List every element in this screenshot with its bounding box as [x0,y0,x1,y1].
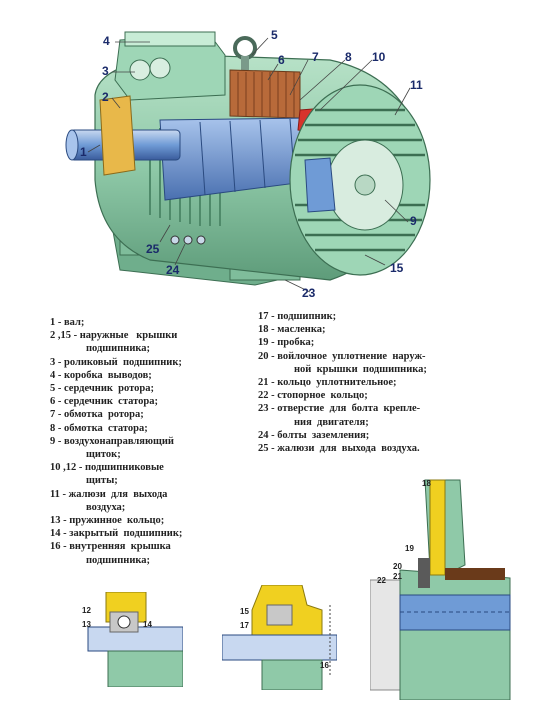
legend-item-continuation: подшипника; [86,554,151,566]
detail-label-22: 22 [377,576,386,585]
legend-item-text: 23 - отверстие для болта крепле- [258,403,421,415]
legend-item: 17 - подшипник; [258,310,508,323]
legend-item-continuation: щиты; [86,475,118,487]
detail-drawing-spring-ring [87,592,183,687]
callout-24: 24 [166,263,180,277]
detail-label-19: 19 [405,544,414,553]
detail-label-17: 17 [240,621,249,630]
callout-11: 11 [410,78,423,92]
legend-item-text: 25 - жалюзи для выхода воздуха. [258,443,420,455]
legend-item-text: 5 - сердечник ротора; [50,383,154,395]
detail-label-18: 18 [422,479,431,488]
legend-item-text: 18 - масленка; [258,324,326,336]
detail-drawing-inner-cover [222,585,337,690]
legend-item: 7 - обмотка ротора; [50,408,250,421]
callout-8: 8 [345,50,352,64]
detail-label-20: 20 [393,562,402,571]
legend-item: 9 - воздухонаправляющий щиток; [50,435,250,461]
detail-label-13: 13 [82,620,91,629]
legend-item-continuation: подшипника; [86,343,151,355]
legend-item-continuation: воздуха; [86,501,126,513]
callout-1: 1 [80,145,87,159]
detail-drawing-oiler [370,479,511,700]
legend-item: 14 - закрытый подшипник; [50,527,250,540]
callout-2: 2 [102,90,109,104]
legend-item-text: 6 - сердечник статора; [50,396,158,408]
cable-gland [129,59,151,81]
detail-label-16: 16 [320,661,329,670]
legend-item-text: 17 - подшипник; [258,311,337,322]
legend-item: 8 - обмотка статора; [50,422,250,435]
detail-label-12: 12 [82,606,91,615]
legend-item: 18 - масленка; [258,323,508,336]
legend-item: 21 - кольцо уплотнительное; [258,376,508,389]
callout-15: 15 [390,261,404,275]
legend-item: 23 - отверстие для болта крепле-ния двиг… [258,402,508,428]
callout-3: 3 [102,64,109,78]
legend-item: 13 - пружинное кольцо; [50,514,250,527]
grounding-bolt [196,235,206,245]
detail-label-21: 21 [393,572,402,581]
legend-item: 4 - коробка выводов; [50,369,250,382]
legend-item-text: 7 - обмотка ротора; [50,409,144,421]
legend-item-text: 1 - вал; [50,317,85,328]
legend-item: 1 - вал; [50,316,250,329]
grounding-bolt [183,235,193,245]
legend-item: 22 - стопорное кольцо; [258,389,508,402]
detail-label-15: 15 [240,607,249,616]
legend-item-text: 11 - жалюзи для выхода [50,488,168,500]
legend-item-text: 14 - закрытый подшипник; [50,528,183,540]
callout-25: 25 [146,242,160,256]
terminal-box-lid [124,31,216,47]
legend-item-text: 19 - пробка; [258,337,315,349]
callout-5: 5 [271,28,278,42]
cable-gland [149,57,171,79]
legend-item-continuation: щиток; [86,449,121,461]
callout-4: 4 [103,34,110,48]
legend-item-text: 22 - стопорное кольцо; [258,390,368,402]
legend-item-text: 16 - внутренняя крышка [50,541,171,553]
legend-item: 19 - пробка; [258,336,508,349]
legend-item-text: 24 - болты заземления; [258,429,370,441]
callout-23: 23 [302,286,316,300]
legend-item-text: 21 - кольцо уплотнительное; [258,377,397,389]
callout-leader-lines [87,37,411,293]
stator-winding-section [229,69,301,119]
grounding-bolt [170,235,180,245]
callout-10: 10 [372,50,386,64]
callout-6: 6 [278,53,285,67]
legend-item-text: 8 - обмотка статора; [50,422,148,434]
motor-cutaway-illustration [65,31,431,293]
winding-lines [237,72,295,118]
legend-item-text: 4 - коробка выводов; [50,369,152,381]
legend-item: 5 - сердечник ротора; [50,382,250,395]
legend-right: 17 - подшипник; 18 - масленка;19 - пробка… [258,310,508,455]
legend-item: 3 - роликовый подшипник; [50,356,250,369]
callout-9: 9 [410,214,417,228]
callout-7: 7 [312,50,319,64]
legend-item-continuation: ния двигателя; [294,416,369,428]
legend-item: 24 - болты заземления; [258,429,508,442]
fan-hub [354,174,376,196]
detail-label-14: 14 [143,620,152,629]
legend-item-text: 20 - войлочное уплотнение наруж- [258,350,426,362]
legend-item-text: 13 - пружинное кольцо; [50,515,165,527]
legend-item-text: 9 - воздухонаправляющий [50,435,174,447]
shaft-end [65,129,79,161]
front-bearing-cover [99,95,136,176]
legend-item-text: 2 ,15 - наружные крышки [50,330,178,342]
legend-item-text: 10 ,12 - подшипниковые [50,462,164,474]
legend-item: 6 - сердечник статора; [50,395,250,408]
legend-item-text: 3 - роликовый подшипник; [50,356,182,368]
lifting-eye-bolt-stem [241,56,249,70]
legend-item-continuation: ной крышки подшипника; [294,363,427,375]
legend-item: 25 - жалюзи для выхода воздуха. [258,442,508,455]
legend-item: 20 - войлочное уплотнение наруж-ной крыш… [258,350,508,376]
rear-bearing-assembly [304,157,336,213]
